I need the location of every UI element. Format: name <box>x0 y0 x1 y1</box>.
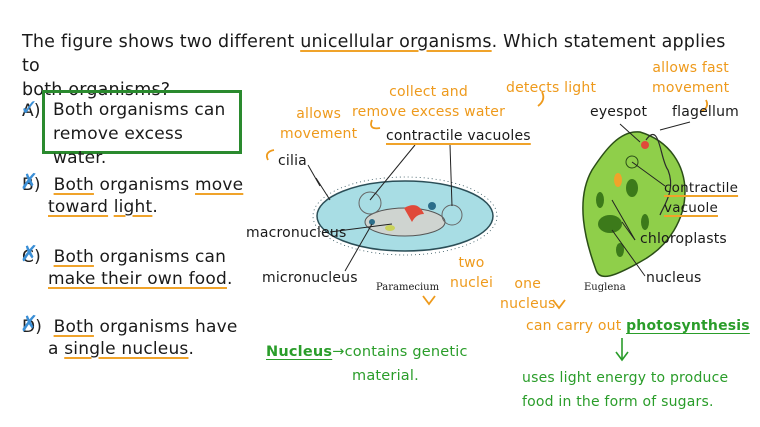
correct-answer-box: Both organisms can remove excess water. <box>42 90 242 168</box>
flagellum-label: flagellum <box>672 104 739 120</box>
cilia-label: cilia <box>278 153 307 169</box>
micronucleus-label: micronucleus <box>262 270 358 286</box>
option-d-letter: D)✗ <box>20 312 43 338</box>
nucleus-label: nucleus <box>646 270 702 286</box>
detects-light-note: detects light <box>506 80 597 96</box>
contractile-vacuoles-label: contractile vacuoles <box>386 128 531 144</box>
macronucleus-label: macronucleus <box>246 225 347 241</box>
eyespot-label: eyespot <box>590 104 648 120</box>
euglena-caption: Euglena <box>584 282 626 293</box>
chloroplasts-label: chloroplasts <box>640 231 727 247</box>
cross-icon: ✗ <box>20 242 39 267</box>
option-d[interactable]: D)✗ Both organisms have a single nucleus… <box>20 312 238 360</box>
option-a-text-1: Both organisms can <box>53 100 226 120</box>
cross-icon: ✗ <box>20 312 39 337</box>
option-a[interactable]: A)✓ <box>20 96 48 122</box>
nucleus-definition-note: Nucleus→contains genetic material. <box>266 344 468 384</box>
cross-icon: ✗ <box>20 170 39 195</box>
option-a-text-2: remove excess water. <box>53 124 184 168</box>
euglena-illustration <box>582 131 686 278</box>
photosynthesis-note: can carry out photosynthesis <box>526 318 750 334</box>
option-c[interactable]: C)✗ Both organisms can make their own fo… <box>20 242 233 290</box>
option-b[interactable]: B)✗ Both organisms move toward light. <box>20 170 244 218</box>
question-text: The figure shows two different unicellul… <box>22 32 726 100</box>
option-a-letter: A)✓ <box>20 96 41 122</box>
paramecium-illustration <box>312 176 498 256</box>
option-c-letter: C)✗ <box>20 242 41 268</box>
option-b-letter: B)✗ <box>20 170 41 196</box>
paramecium-caption: Paramecium <box>376 282 440 293</box>
